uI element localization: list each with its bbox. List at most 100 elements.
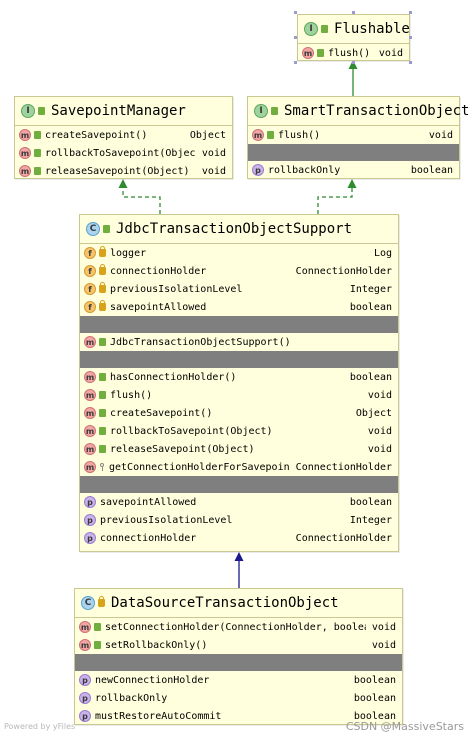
member-name: flush() [110,389,153,401]
member-type: void [201,147,226,159]
class-box-savepoint-manager[interactable]: I SavepointManager m createSavepoint() O… [14,96,233,179]
class-box-smart-transaction-object[interactable]: I SmartTransactionObject m flush() void … [247,96,469,179]
static-field-icon: f [84,247,96,259]
constructor-row[interactable]: m JdbcTransactionObjectSupport() [80,333,398,351]
method-icon: m [79,639,91,651]
member-name: savepointAllowed [110,301,207,313]
member-name: connectionHolder [110,265,207,277]
field-icon: f [84,265,96,277]
empty-section-bar [75,654,402,671]
class-name: JdbcTransactionObjectSupport [116,221,353,237]
field-row[interactable]: f previousIsolationLevel Integer [80,280,398,298]
member-row[interactable]: m flush() void [298,44,409,62]
empty-section-bar [248,144,459,161]
member-name: connectionHolder [100,532,197,544]
member-row[interactable]: m releaseSavepoint(Object) void [80,440,398,458]
method-icon: m [19,165,31,177]
member-row[interactable]: m getConnectionHolderForSavepoint() Conn… [80,458,398,476]
member-type: void [378,47,403,59]
member-type: boolean [410,164,453,176]
package-private-icon [99,463,105,471]
interface-icon: I [304,22,318,36]
method-icon: m [252,129,264,141]
property-row[interactable]: p rollbackOnly boolean [248,161,459,179]
method-icon: m [19,129,31,141]
property-row[interactable]: p connectionHolder ConnectionHolder [80,529,398,547]
arrowhead-flushable [348,60,358,69]
public-icon [103,225,110,233]
member-row[interactable]: m flush() void [248,126,459,144]
property-row[interactable]: p mustRestoreAutoCommit boolean [75,707,402,725]
member-type: Object [355,407,392,419]
member-row[interactable]: m setConnectionHolder(ConnectionHolder, … [75,618,402,636]
member-type: ConnectionHolder [295,532,392,544]
property-icon: p [84,496,96,508]
public-icon [94,623,101,631]
property-row[interactable]: p previousIsolationLevel Integer [80,511,398,529]
member-row[interactable]: m createSavepoint() Object [80,404,398,422]
class-box-flushable[interactable]: I Flushable m flush() void [297,14,410,61]
public-icon [321,25,328,33]
field-row[interactable]: f connectionHolder ConnectionHolder [80,262,398,280]
member-name: getConnectionHolderForSavepoint() [109,461,290,473]
member-type: boolean [353,710,396,722]
member-type: boolean [353,692,396,704]
member-name: savepointAllowed [100,496,197,508]
arrowhead-jdbc-support [234,552,244,561]
member-type: void [371,639,396,651]
member-row[interactable]: m setRollbackOnly() void [75,636,402,654]
member-row[interactable]: m createSavepoint() Object [15,126,232,144]
member-type: Object [189,129,226,141]
member-type: ConnectionHolder [295,265,392,277]
member-row[interactable]: m rollbackToSavepoint(Object) void [15,144,232,162]
member-type: void [367,389,392,401]
selection-handle [352,61,355,64]
method-icon: m [84,371,96,383]
member-type: boolean [349,371,392,383]
class-name: DataSourceTransactionObject [111,595,339,611]
method-icon: m [84,425,96,437]
member-name: previousIsolationLevel [100,514,233,526]
property-row[interactable]: p rollbackOnly boolean [75,689,402,707]
member-row[interactable]: m hasConnectionHolder() boolean [80,368,398,386]
empty-section-bar [80,476,398,493]
public-icon [317,49,324,57]
public-icon [38,107,45,115]
method-icon: m [302,47,314,59]
member-name: mustRestoreAutoCommit [95,710,222,722]
method-icon: m [84,461,96,473]
public-icon [94,641,101,649]
member-type: Log [373,247,392,259]
selection-handle [352,11,355,14]
public-icon [34,167,41,175]
class-box-datasource-transaction-object[interactable]: C DataSourceTransactionObject m setConne… [74,588,403,725]
member-name: releaseSavepoint(Object) [110,443,255,455]
property-icon: p [252,164,264,176]
member-name: rollbackToSavepoint(Object) [110,425,273,437]
member-name: flush() [278,129,321,141]
csdn-watermark: CSDN @MassiveStars [345,720,464,733]
member-row[interactable]: m rollbackToSavepoint(Object) void [80,422,398,440]
class-header: I SavepointManager [15,97,232,126]
member-name: JdbcTransactionObjectSupport() [110,336,291,348]
public-icon [99,445,106,453]
field-row[interactable]: f savepointAllowed boolean [80,298,398,316]
property-icon: p [79,710,91,722]
selection-handle [294,61,297,64]
property-row[interactable]: p newConnectionHolder boolean [75,671,402,689]
field-row[interactable]: f logger Log [80,244,398,262]
selection-handle [294,11,297,14]
class-name: SavepointManager [51,103,186,119]
member-name: createSavepoint() [110,407,213,419]
member-row[interactable]: m releaseSavepoint(Object) void [15,162,232,180]
field-icon: f [84,283,96,295]
class-box-jdbc-transaction-object-support[interactable]: C JdbcTransactionObjectSupport f logger … [79,214,399,552]
member-row[interactable]: m flush() void [80,386,398,404]
public-icon [267,131,274,139]
property-icon: p [79,692,91,704]
member-name: rollbackToSavepoint(Object) [45,147,196,159]
property-row[interactable]: p savepointAllowed boolean [80,493,398,511]
member-name: rollbackOnly [268,164,341,176]
interface-icon: I [21,104,35,118]
public-icon [34,131,41,139]
